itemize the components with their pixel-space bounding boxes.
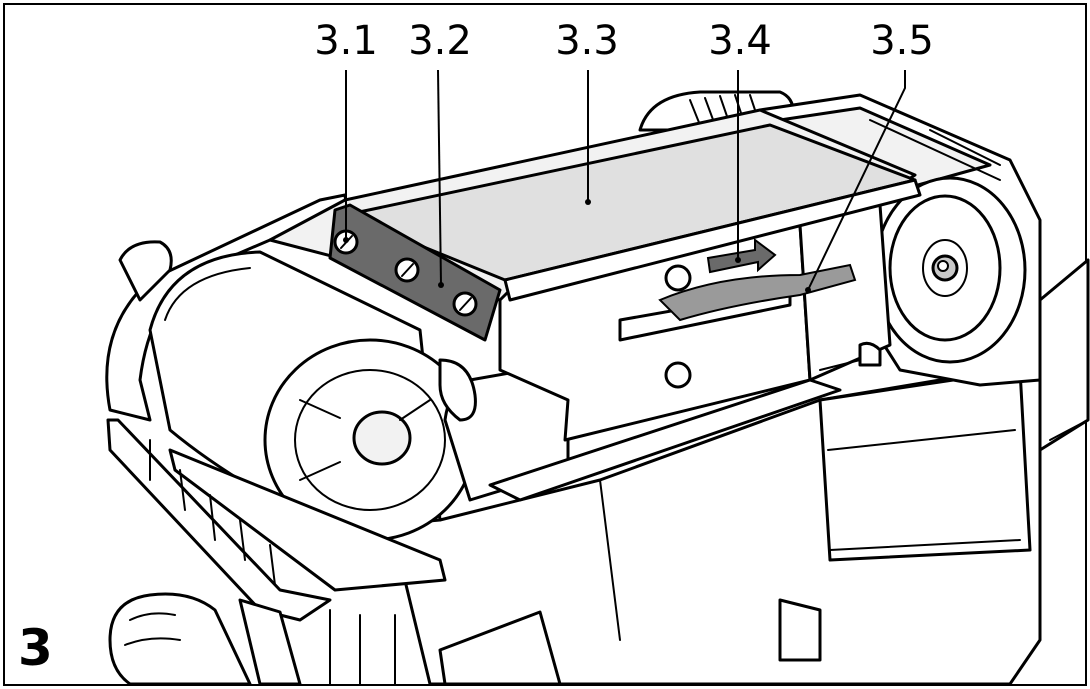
callout-label-3-5: 3.5 xyxy=(870,18,934,64)
front-knob-icon xyxy=(118,240,173,302)
front-roller xyxy=(148,250,477,542)
figure-number: 3 xyxy=(18,619,53,677)
side-guide xyxy=(106,418,447,686)
machine-housing xyxy=(298,258,1090,686)
belt-tension-lever xyxy=(658,263,857,322)
callout-label-3-2: 3.2 xyxy=(408,18,472,64)
callout-labels: 3.1 3.2 3.3 3.4 3.5 xyxy=(314,18,934,64)
direction-arrow-icon xyxy=(706,238,777,274)
bottom-knob xyxy=(108,592,252,686)
callout-label-3-1: 3.1 xyxy=(314,18,378,64)
rear-roller xyxy=(873,176,1027,364)
callout-label-3-3: 3.3 xyxy=(555,18,619,64)
callout-label-3-4: 3.4 xyxy=(708,18,772,64)
callout-leaders xyxy=(343,69,906,293)
platen-plate xyxy=(343,123,922,361)
belt-direction-arrow xyxy=(706,238,777,274)
roller-arm xyxy=(438,358,570,502)
